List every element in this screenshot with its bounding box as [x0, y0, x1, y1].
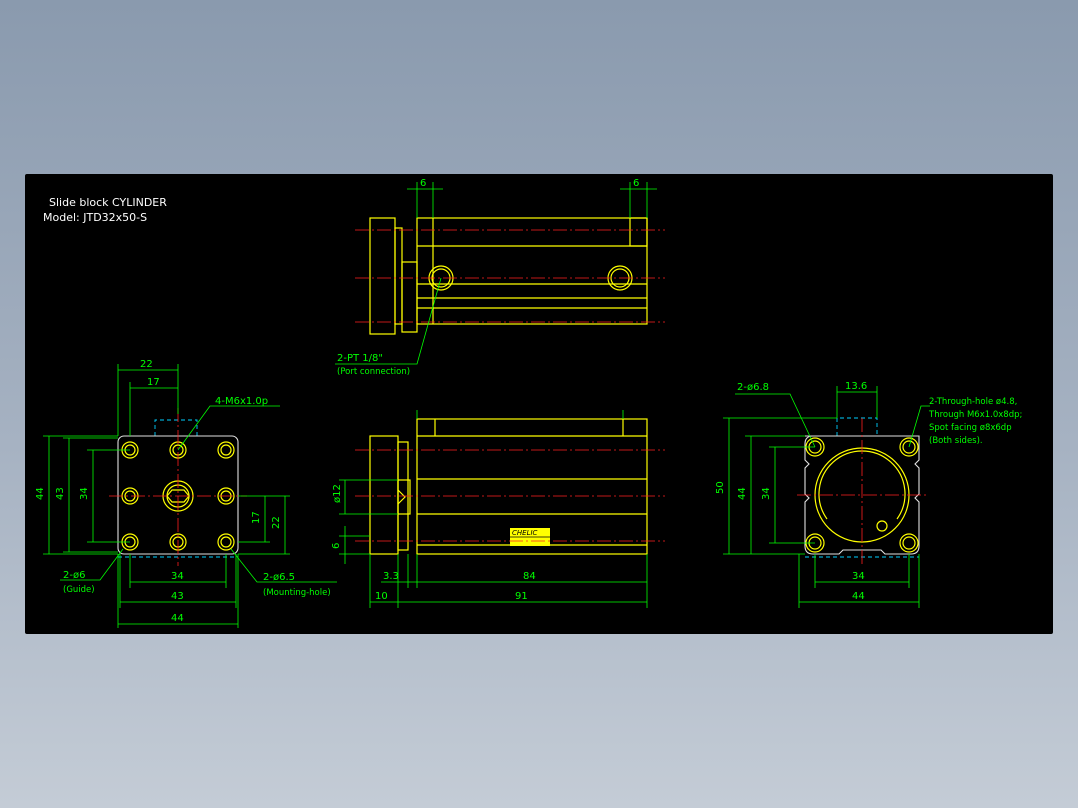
right-dim-13-6: 13.6	[845, 381, 867, 392]
port-note: (Port connection)	[337, 367, 410, 377]
brand-label: CHELIC	[512, 529, 538, 537]
top-body	[416, 217, 648, 325]
left-dim-22: 22	[140, 359, 153, 370]
guide-label: 2-ø6	[63, 570, 85, 581]
front-view: CHELIC ø12 6 3.3 84 10 91	[331, 410, 665, 608]
front-dim-84: 84	[523, 571, 536, 582]
left-dim-17: 17	[147, 377, 160, 388]
mount-label: 2-ø6.5	[263, 572, 295, 583]
left-dim-43-v: 43	[55, 487, 66, 500]
right-dim-dia6-8: 2-ø6.8	[737, 382, 769, 393]
left-dim-17-v: 17	[251, 511, 262, 524]
front-dim-10: 10	[375, 591, 388, 602]
front-end-plate	[369, 435, 399, 555]
right-dim-44-h: 44	[852, 591, 865, 602]
port-label: 2-PT 1/8"	[337, 353, 383, 364]
front-dim-91: 91	[515, 591, 528, 602]
left-hidden-top	[154, 419, 198, 436]
front-dim-6: 6	[331, 543, 342, 549]
right-note-line3: Spot facing ø8x6dp	[929, 423, 1012, 433]
front-body	[416, 418, 648, 555]
right-dim-50-v: 50	[715, 481, 726, 494]
left-dim-34-v: 34	[79, 487, 90, 500]
left-view: 22 17 4-M6x1.0p 44 43 34 17 22 2-ø6 (Gui…	[35, 359, 337, 628]
right-dim-34-h: 34	[852, 571, 865, 582]
right-hidden-top	[836, 417, 878, 436]
front-dim-dia12: ø12	[332, 484, 343, 503]
top-view: 6 6 2-PT 1/8" (Port connection)	[335, 178, 665, 377]
left-dim-22-v: 22	[271, 516, 282, 529]
tap-label: 4-M6x1.0p	[215, 396, 268, 407]
cad-viewport[interactable]: Slide block CYLINDER Model: JTD32x50-S 6…	[25, 174, 1053, 634]
guide-note: (Guide)	[63, 585, 95, 595]
front-rod	[397, 479, 411, 515]
right-note-line1: 2-Through-hole ø4.8,	[929, 397, 1017, 407]
top-dim-left: 6	[420, 178, 426, 189]
right-dim-34-v: 34	[761, 487, 772, 500]
mount-note: (Mounting-hole)	[263, 588, 331, 598]
top-rod-block	[401, 261, 418, 333]
left-dim-44-v: 44	[35, 487, 46, 500]
drawing-model: Model: JTD32x50-S	[43, 211, 147, 224]
left-dim-44-h: 44	[171, 613, 184, 624]
right-dim-44-v: 44	[737, 487, 748, 500]
drawing-title: Slide block CYLINDER	[49, 196, 167, 209]
top-dim-right: 6	[633, 178, 639, 189]
left-dim-43-h: 43	[171, 591, 184, 602]
right-note-line2: Through M6x1.0x8dp;	[928, 410, 1022, 420]
top-plate-step	[394, 227, 403, 325]
front-dim-3-3: 3.3	[383, 571, 399, 582]
right-view: 2-ø6.8 13.6 2-Through-hole ø4.8, Through…	[715, 381, 1022, 608]
left-dim-34-h: 34	[171, 571, 184, 582]
right-note-line4: (Both sides).	[929, 436, 983, 446]
cad-drawing: Slide block CYLINDER Model: JTD32x50-S 6…	[35, 178, 1022, 628]
top-end-plate	[369, 217, 396, 335]
